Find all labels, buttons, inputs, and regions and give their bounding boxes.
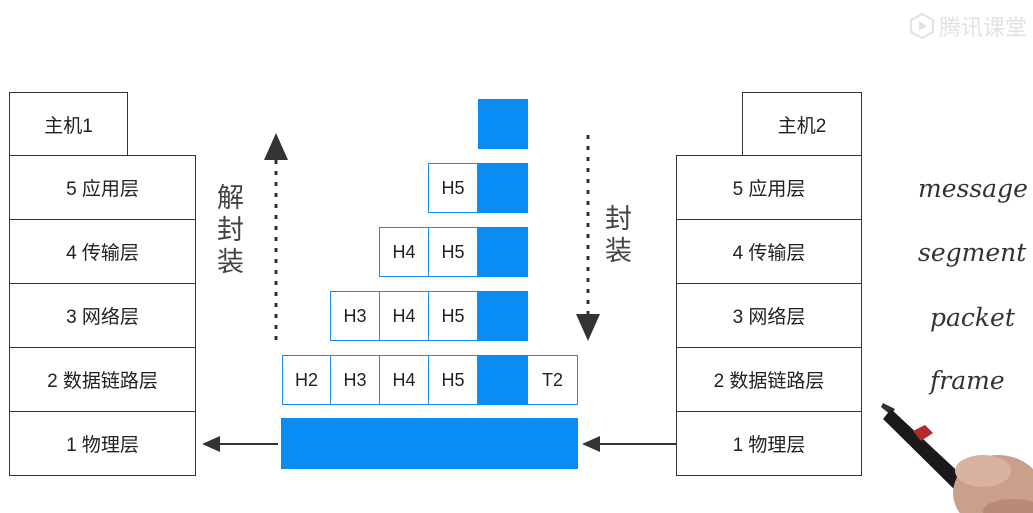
encapsulate-label: 封 装 xyxy=(605,204,632,268)
host1-layer-physical: 1 物理层 xyxy=(9,411,196,476)
host1-layer-transport: 4 传输层 xyxy=(9,219,196,284)
header-h4: H4 xyxy=(379,291,429,341)
encapsulate-char-2: 装 xyxy=(605,236,632,267)
pdu-message: message xyxy=(918,174,1028,203)
pdu-frame: frame xyxy=(930,366,1005,395)
header-h5: H5 xyxy=(428,355,478,405)
header-h5: H5 xyxy=(428,227,478,277)
header-h3: H3 xyxy=(330,355,380,405)
decapsulate-label: 解 封 装 xyxy=(217,183,244,279)
decapsulate-char-1: 解 xyxy=(217,183,244,214)
payload-data xyxy=(478,227,528,277)
decapsulate-char-2: 封 xyxy=(217,215,244,246)
tencent-classroom-logo-icon xyxy=(909,13,934,39)
payload-data xyxy=(478,163,528,213)
hand-with-pen-icon xyxy=(881,403,1033,513)
host2-layer-transport: 4 传输层 xyxy=(676,219,862,284)
decapsulate-char-3: 装 xyxy=(217,247,244,278)
payload-data xyxy=(478,99,528,149)
host1-title: 主机1 xyxy=(9,92,128,156)
trailer-t2: T2 xyxy=(527,355,578,405)
host2-title: 主机2 xyxy=(742,92,862,156)
header-h2: H2 xyxy=(282,355,331,405)
encapsulate-char-1: 封 xyxy=(605,204,632,235)
header-h4: H4 xyxy=(379,227,429,277)
header-h3: H3 xyxy=(330,291,380,341)
host2-layer-datalink: 2 数据链路层 xyxy=(676,347,862,412)
pdu-segment: segment xyxy=(918,238,1027,267)
watermark-text: 腾讯课堂 xyxy=(938,15,1027,40)
host1-layer-application: 5 应用层 xyxy=(9,155,196,220)
host2-layer-physical: 1 物理层 xyxy=(676,411,862,476)
host2-layer-network: 3 网络层 xyxy=(676,283,862,348)
host2-layer-application: 5 应用层 xyxy=(676,155,862,220)
host1-layer-datalink: 2 数据链路层 xyxy=(9,347,196,412)
pdu-packet: packet xyxy=(930,303,1015,332)
header-h4: H4 xyxy=(379,355,429,405)
bit-stream xyxy=(281,418,578,469)
payload-data xyxy=(478,355,528,405)
host1-layer-network: 3 网络层 xyxy=(9,283,196,348)
payload-data xyxy=(478,291,528,341)
header-h5: H5 xyxy=(428,163,478,213)
header-h5: H5 xyxy=(428,291,478,341)
watermark: 腾讯课堂 xyxy=(909,10,1027,42)
